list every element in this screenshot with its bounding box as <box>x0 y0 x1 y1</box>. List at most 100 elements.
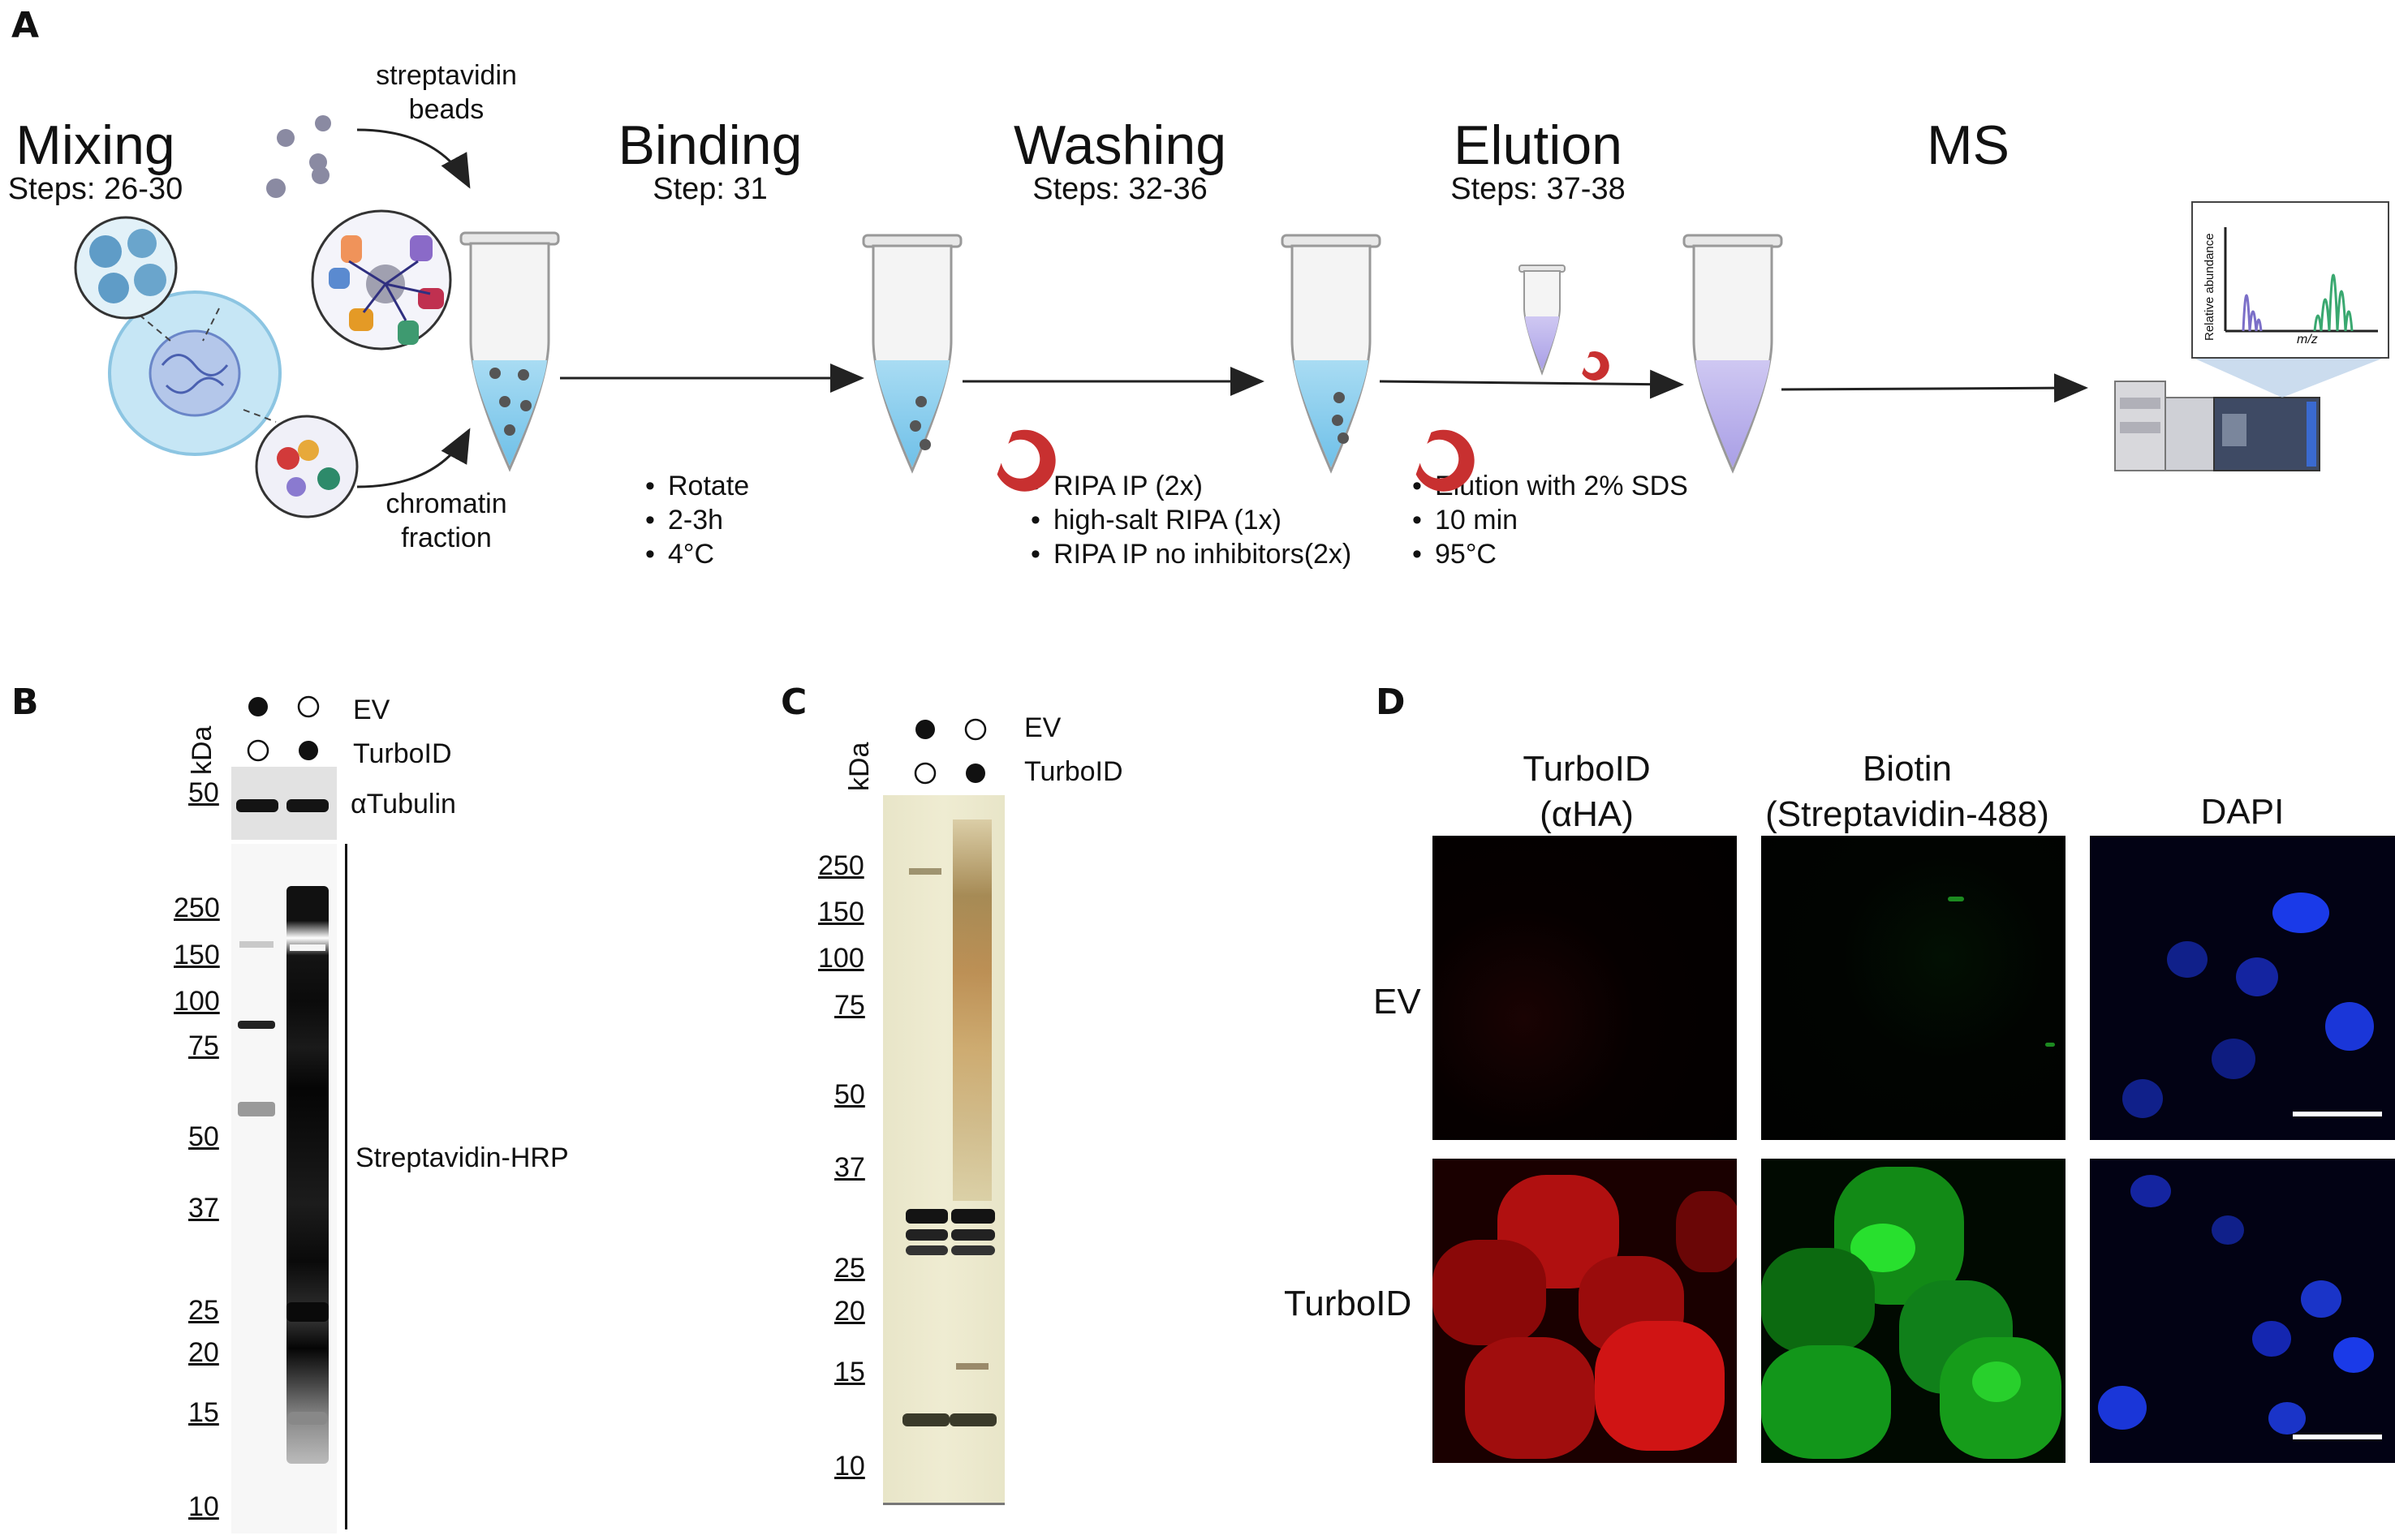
panel-b-letter: B <box>11 682 39 723</box>
chromatin-fraction-label: chromatin fraction <box>349 487 544 555</box>
stage-title-elution: Elution <box>1454 114 1622 176</box>
ms-spectrum-inset: Relative abundance m/z <box>2191 201 2389 359</box>
panel-d-col-turboid: TurboID (αHA) <box>1432 746 1741 837</box>
tube-elution-small <box>1518 265 1566 376</box>
chromatin-label-line1: chromatin <box>386 488 507 519</box>
stage-title-washing: Washing <box>1013 114 1227 176</box>
panel-c-marker-37: 37 <box>834 1152 865 1183</box>
tubulin-blot <box>231 767 337 840</box>
panel-b-lane-markers <box>247 695 320 762</box>
workflow-illustration <box>74 115 2386 518</box>
col-biotin-line2: (Streptavidin-488) <box>1765 794 2049 834</box>
micrograph-turboid-turboid <box>1432 1159 1737 1463</box>
panel-b-marker-100: 100 <box>174 986 220 1017</box>
tubulin-label: αTubulin <box>351 789 456 819</box>
washing-bullet: RIPA IP no inhibitors(2x) <box>1031 537 1351 571</box>
panel-c-marker-250: 250 <box>818 850 864 881</box>
panel-b-marker-250: 250 <box>174 893 220 923</box>
stage-title-mixing: Mixing <box>15 114 175 176</box>
panel-c-marker-10: 10 <box>834 1451 865 1482</box>
streptavidin-blot <box>231 844 337 1534</box>
streptavidin-bead-icons <box>266 115 331 198</box>
washing-bullet: RIPA IP (2x) <box>1031 469 1351 503</box>
panel-c-marker-50: 50 <box>834 1079 865 1110</box>
panel-c-marker-15: 15 <box>834 1357 865 1387</box>
beads-curved-arrow <box>356 128 471 189</box>
panel-d-letter: D <box>1376 682 1406 723</box>
chromatin-zoom-circle <box>74 216 220 342</box>
stage-steps-elution: Steps: 37-38 <box>1450 172 1626 206</box>
streptavidin-label-line2: beads <box>408 94 485 125</box>
protein-zoom-circle <box>243 409 359 518</box>
binding-bullets: Rotate 2-3h 4°C <box>645 469 749 571</box>
chromatin-curved-arrow <box>356 428 471 488</box>
binding-bullet: Rotate <box>645 469 749 503</box>
washing-bullet: high-salt RIPA (1x) <box>1031 503 1351 537</box>
micrograph-turboid-biotin <box>1761 1159 2065 1463</box>
elution-bullets: Elution with 2% SDS 10 min 95°C <box>1412 469 1688 571</box>
col-turboid-line1: TurboID <box>1523 749 1651 789</box>
stage-title-ms: MS <box>1927 114 2009 176</box>
streptavidin-label-line1: streptavidin <box>376 60 517 91</box>
panel-c-lane-markers <box>914 718 987 785</box>
arrow-elution-to-ms <box>1781 373 2088 403</box>
panel-b-row-ev: EV <box>353 695 390 725</box>
panel-b-marker-25: 25 <box>188 1295 219 1326</box>
panel-b-kda: kDa <box>187 725 218 775</box>
bead-zoom-circle <box>311 209 452 351</box>
panel-b-marker-37: 37 <box>188 1193 219 1224</box>
elution-bullet: 10 min <box>1412 503 1688 537</box>
panel-c-marker-100: 100 <box>818 943 864 974</box>
mass-spectrometer-icon <box>2114 357 2386 471</box>
tube-washing <box>1281 234 1381 474</box>
stage-title-binding: Binding <box>618 114 803 176</box>
cell-icon <box>108 290 282 456</box>
panel-c-row-turboid: TurboID <box>1024 756 1123 787</box>
silver-stain-gel <box>883 795 1005 1505</box>
panel-d-col-dapi: DAPI <box>2090 792 2395 832</box>
elution-bullet: Elution with 2% SDS <box>1412 469 1688 503</box>
scale-bar <box>2293 1112 2382 1116</box>
micrograph-ev-dapi <box>2090 836 2395 1140</box>
micrograph-turboid-dapi <box>2090 1159 2395 1463</box>
panel-b-marker-15: 15 <box>188 1397 219 1428</box>
panel-d-row-turboid: TurboID <box>1284 1284 1412 1323</box>
streptavidin-beads-label: streptavidin beads <box>349 58 544 127</box>
tube-mixing <box>459 231 560 472</box>
panel-b-marker-50: 50 <box>188 1121 219 1152</box>
binding-bullet: 4°C <box>645 537 749 571</box>
ms-xlabel: m/z <box>2297 333 2318 346</box>
panel-b-marker-75: 75 <box>188 1030 219 1061</box>
tube-elution <box>1682 234 1783 474</box>
elution-bullet: 95°C <box>1412 537 1688 571</box>
scale-bar <box>2293 1435 2382 1439</box>
panel-b-marker-10: 10 <box>188 1491 219 1522</box>
magnet-icon <box>1415 429 1475 492</box>
arrow-washing-to-elution <box>1379 369 1684 399</box>
col-biotin-line1: Biotin <box>1862 749 1953 789</box>
panel-a-letter: A <box>11 5 40 46</box>
panel-b-row-turboid: TurboID <box>353 738 452 769</box>
tubulin-marker-50: 50 <box>188 777 219 808</box>
col-dapi-line1: DAPI <box>2200 792 2285 832</box>
magnet-icon <box>1582 351 1609 381</box>
panel-c-marker-20: 20 <box>834 1296 865 1327</box>
panel-b-marker-150: 150 <box>174 940 220 970</box>
washing-bullets: RIPA IP (2x) high-salt RIPA (1x) RIPA IP… <box>1031 469 1351 571</box>
streptavidin-blot-label: Streptavidin-HRP <box>355 1142 569 1173</box>
ms-spectrum-plot <box>2224 227 2378 333</box>
magnet-icon <box>997 429 1056 492</box>
panel-d-row-ev: EV <box>1373 982 1421 1022</box>
stage-steps-washing: Steps: 32-36 <box>1032 172 1208 206</box>
panel-b-marker-20: 20 <box>188 1337 219 1368</box>
stage-steps-mixing: Steps: 26-30 <box>7 172 183 206</box>
streptavidin-blot-bracket <box>345 844 347 1529</box>
panel-c-marker-75: 75 <box>834 990 865 1021</box>
panel-c-marker-25: 25 <box>834 1253 865 1284</box>
panel-c-marker-150: 150 <box>818 897 864 927</box>
micrograph-ev-biotin <box>1761 836 2065 1140</box>
panel-c-row-ev: EV <box>1024 712 1062 743</box>
micrograph-ev-turboid <box>1432 836 1737 1140</box>
panel-d-col-biotin: Biotin (Streptavidin-488) <box>1753 746 2061 837</box>
tube-binding <box>862 234 963 474</box>
